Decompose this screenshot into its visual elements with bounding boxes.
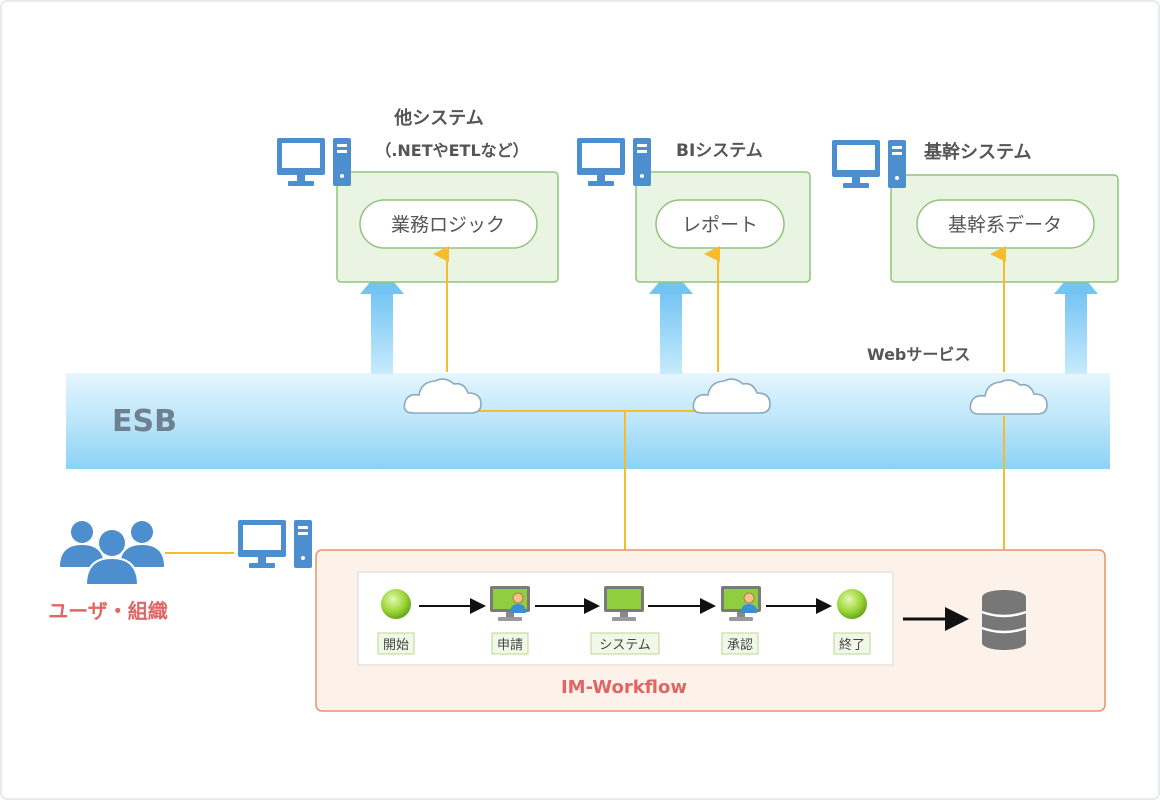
svg-text:システム: システム	[599, 638, 651, 653]
esb-label: ESB	[112, 404, 177, 439]
other-system-title: 他システム	[393, 107, 483, 129]
svg-text:開始: 開始	[383, 638, 409, 653]
other-system-subtitle: （.NETやETLなど）	[375, 141, 528, 160]
esb-bus	[66, 373, 1110, 469]
step-label-apply: 申請	[491, 632, 529, 655]
report-pill	[655, 199, 785, 249]
core-system-title: 基幹システム	[923, 141, 1031, 163]
workflow-arrows	[419, 598, 969, 631]
report-label: レポート	[682, 214, 758, 236]
svg-text:承認: 承認	[727, 637, 753, 653]
database-icon	[981, 590, 1027, 650]
step-label-end: 終了	[833, 632, 871, 655]
bi-system-title: BIシステム	[676, 141, 763, 161]
step-label-approve: 承認	[721, 632, 759, 655]
start-node-icon	[381, 589, 411, 619]
step-label-system: システム	[590, 632, 660, 655]
workflow-title: IM-Workflow	[561, 677, 687, 698]
users-label: ユーザ・組織	[48, 599, 168, 623]
svg-text:終了: 終了	[839, 637, 865, 653]
web-service-label: Webサービス	[867, 345, 970, 364]
step-label-start: 開始	[377, 632, 415, 655]
end-node-icon	[837, 589, 867, 619]
users-icon	[60, 521, 164, 586]
business-logic-label: 業務ロジック	[391, 214, 505, 236]
svg-text:申請: 申請	[497, 638, 523, 653]
core-data-label: 基幹系データ	[948, 214, 1062, 236]
